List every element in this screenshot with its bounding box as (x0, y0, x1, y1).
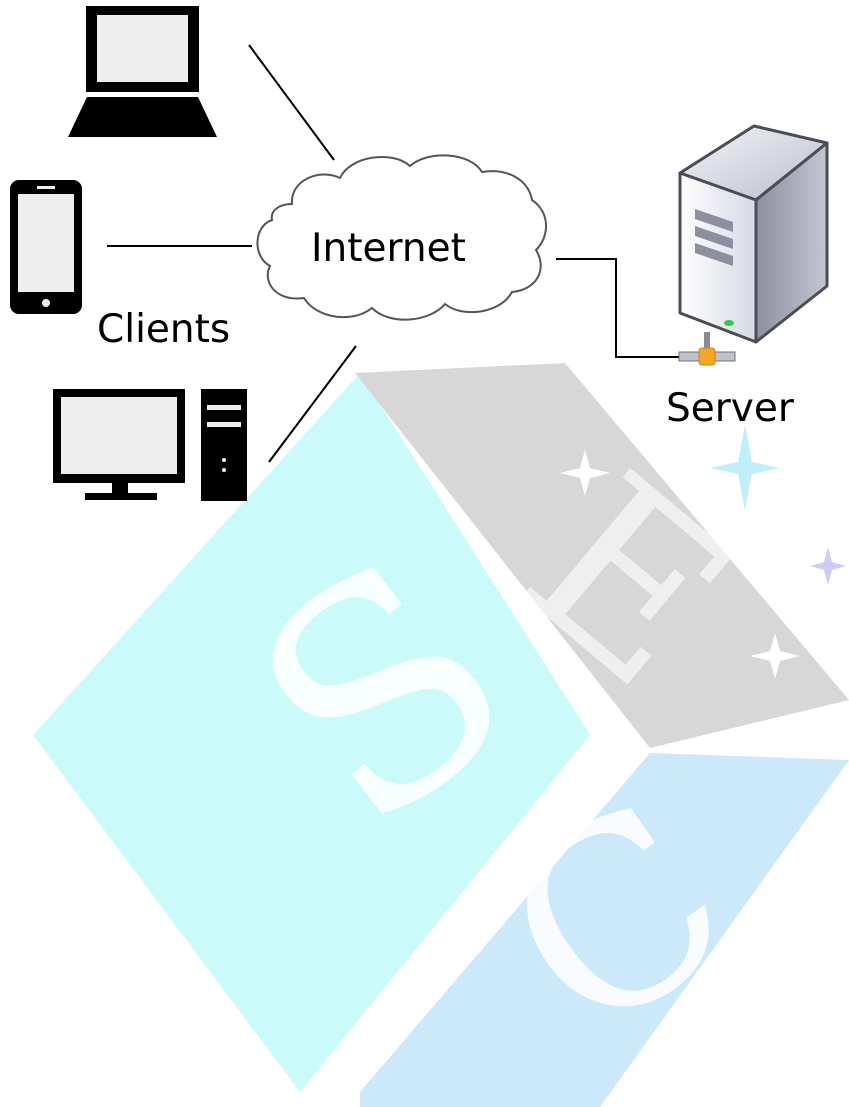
desktop-computer-icon (53, 389, 247, 501)
laptop-icon (68, 6, 217, 137)
smartphone-icon (10, 180, 82, 314)
watermark-logo: S E C (33, 363, 849, 1107)
watermark-sparkle-icon (710, 425, 780, 510)
edge-laptop-internet (248, 44, 335, 161)
watermark-e-face (355, 363, 849, 748)
edge-desktop-internet (268, 345, 357, 463)
cloud-icon (256, 154, 548, 321)
internet-label: Internet (311, 226, 466, 271)
clients-label: Clients (97, 307, 231, 352)
server-label: Server (666, 386, 794, 431)
connections (107, 44, 683, 463)
edge-internet-server (556, 258, 683, 358)
watermark-glint-icon (560, 450, 610, 496)
watermark-s-face (33, 373, 590, 1092)
server-tower-icon (678, 124, 829, 366)
watermark-c-face (360, 753, 849, 1107)
watermark-sparkle-small-icon (810, 547, 846, 585)
watermark-glint-icon (750, 633, 800, 679)
